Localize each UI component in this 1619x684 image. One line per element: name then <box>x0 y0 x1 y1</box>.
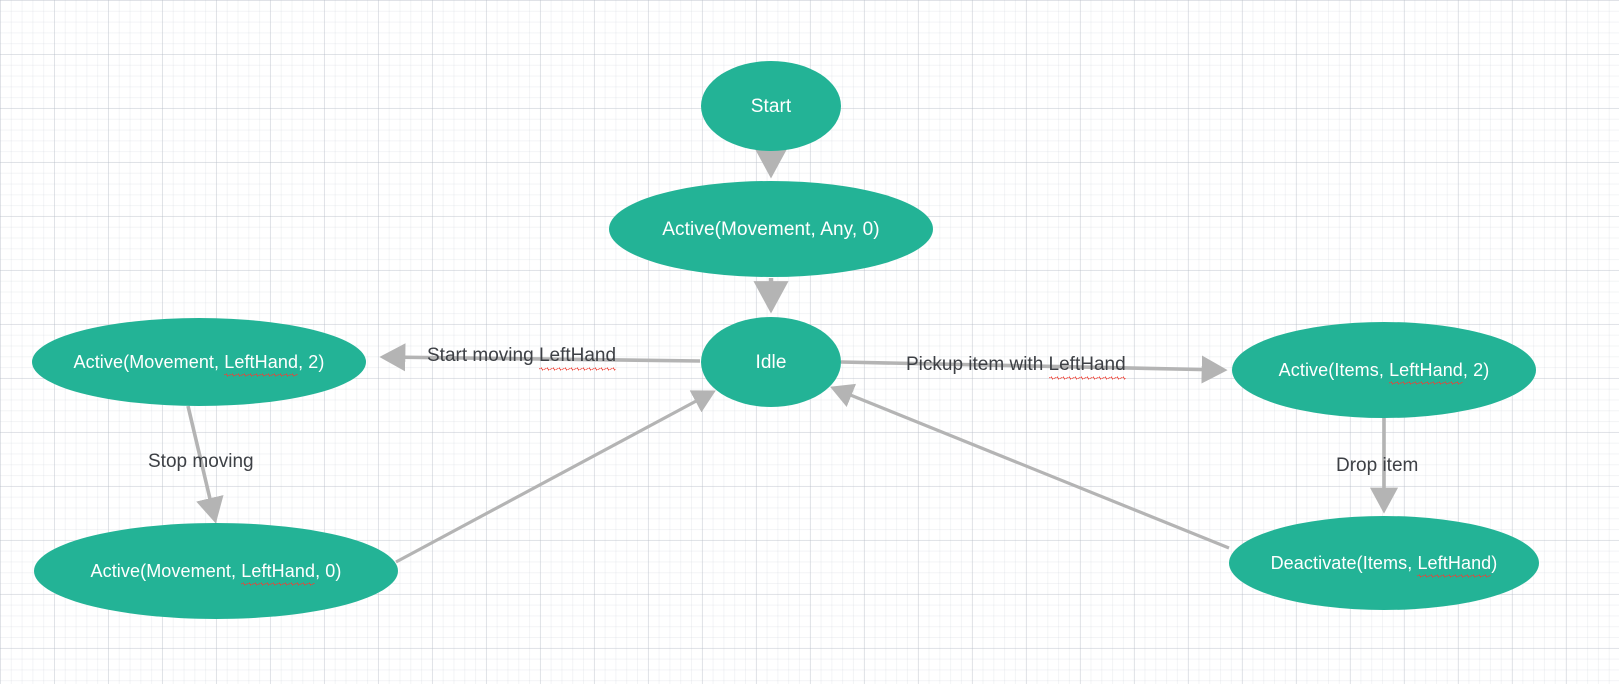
state-node-label: Idle <box>755 351 787 373</box>
edge-label-misspelled-word: LeftHand <box>538 345 617 371</box>
state-node-label: Active(Items, LeftHand, 2) <box>1278 360 1490 385</box>
misspelled-word: LeftHand <box>224 352 299 377</box>
edge-label-pickup-item-with-lefthand: Pickup item with LeftHand <box>906 354 1126 380</box>
misspelled-word: LeftHand <box>241 561 316 586</box>
state-node-label-text: Active(Items, LeftHand, 2) <box>1278 360 1490 385</box>
state-node-label-text: Active(Movement, LeftHand, 0) <box>90 561 342 586</box>
state-node-start[interactable]: Start <box>701 61 841 151</box>
edge-idle-to-movement-left-2 <box>379 343 701 372</box>
state-node-active-movement-any[interactable]: Active(Movement, Any, 0) <box>609 181 933 277</box>
state-node-label-text: Active(Movement, LeftHand, 2) <box>73 352 325 377</box>
edge-label-misspelled-word: LeftHand <box>1048 354 1126 380</box>
edge-label-prefix: Pickup item with <box>906 354 1049 375</box>
state-node-label-text: Deactivate(Items, LeftHand) <box>1270 553 1498 578</box>
edge-movement-left-2-to-movement-left-0 <box>186 405 224 524</box>
state-node-active-movement-lefthand-2[interactable]: Active(Movement, LeftHand, 2) <box>32 318 366 406</box>
edge-label-prefix: Stop moving <box>148 451 254 472</box>
state-node-label: Deactivate(Items, LeftHand) <box>1270 553 1498 578</box>
misspelled-word: LeftHand <box>1389 360 1463 385</box>
state-node-active-items-lefthand-2[interactable]: Active(Items, LeftHand, 2) <box>1232 322 1536 418</box>
state-node-label: Active(Movement, LeftHand, 0) <box>90 561 342 586</box>
edge-label-drop-item: Drop item <box>1336 456 1418 475</box>
state-node-active-movement-lefthand-0[interactable]: Active(Movement, LeftHand, 0) <box>34 523 398 619</box>
state-node-label: Active(Movement, Any, 0) <box>662 218 880 240</box>
edge-label-prefix: Drop item <box>1336 455 1419 476</box>
edge-label-start-moving-lefthand: Start moving LeftHand <box>427 345 617 371</box>
state-node-label: Active(Movement, LeftHand, 2) <box>73 352 325 377</box>
state-node-idle[interactable]: Idle <box>701 317 841 407</box>
state-node-label: Start <box>750 95 792 117</box>
edge-label-prefix: Start moving <box>427 345 539 366</box>
edge-deactivate-to-idle <box>830 383 1230 550</box>
edge-movement-left-0-to-idle <box>395 390 716 564</box>
edge-idle-to-items-left-2 <box>840 355 1228 384</box>
edge-label-stop-moving: Stop moving <box>148 452 254 471</box>
state-node-deactivate-items-lefthand[interactable]: Deactivate(Items, LeftHand) <box>1229 516 1539 610</box>
misspelled-word: LeftHand <box>1417 553 1492 578</box>
